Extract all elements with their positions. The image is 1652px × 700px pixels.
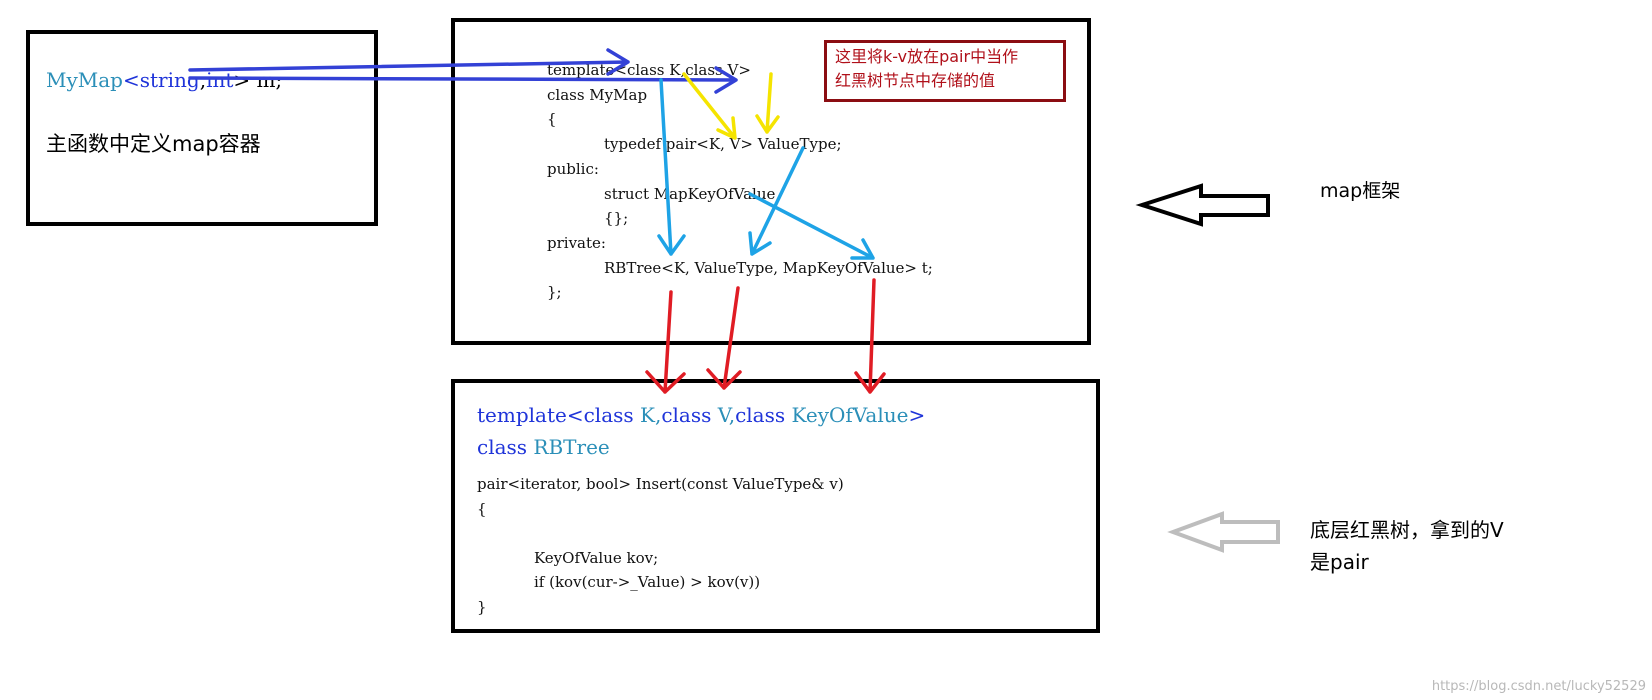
code-line-if: if (kov(cur->_Value) > kov(v)): [534, 573, 761, 591]
code-line-public: public:: [547, 160, 599, 178]
kw-template: template: [477, 403, 567, 427]
param-v: V,: [711, 403, 736, 427]
rbtree-arrow-icon: [1167, 511, 1280, 553]
code-line-insert: pair<iterator, bool> Insert(const ValueT…: [477, 475, 844, 493]
code-line-typedef: typedef pair<K, V> ValueType;: [604, 135, 842, 153]
code-line-template: template<class K,class V>: [547, 61, 751, 79]
pair-note-line2: 红黑树节点中存储的值: [835, 71, 996, 90]
map-frame-label: map框架: [1320, 180, 1401, 202]
rbtree-template-line: template<class K,class V,class KeyOfValu…: [477, 399, 925, 431]
param-k: K,: [633, 403, 662, 427]
code-line-insert-close: }: [477, 598, 487, 616]
code-line-struct-body: {};: [604, 209, 629, 227]
kw-class-k: class: [583, 403, 634, 427]
int-type: int: [206, 68, 234, 92]
angle-open-2: <: [566, 403, 584, 427]
code-line-open-brace: {: [547, 110, 557, 128]
code-line-close-brace: };: [547, 283, 562, 301]
mymap-declaration: MyMap<string,int> m;: [46, 64, 282, 96]
rbtree-class-line: class RBTree: [477, 431, 610, 463]
kw-class-kov: class: [735, 403, 786, 427]
map-frame-arrow-icon: [1135, 183, 1270, 227]
string-type: string: [139, 68, 200, 92]
param-keyofvalue: KeyOfValue: [785, 403, 909, 427]
code-line-rbtree-member: RBTree<K, ValueType, MapKeyOfValue> t;: [604, 259, 933, 277]
pair-note-line1: 这里将k-v放在pair中当作: [835, 47, 1019, 66]
kw-class-v: class: [661, 403, 712, 427]
pair-note-box: 这里将k-v放在pair中当作 红黑树节点中存储的值: [824, 40, 1066, 102]
code-line-insert-open: {: [477, 500, 487, 518]
rbtree-label-line1: 底层红黑树，拿到的V: [1310, 518, 1504, 542]
angle-close-2: >: [908, 403, 926, 427]
rbtree-label-line2: 是pair: [1310, 550, 1369, 574]
watermark: https://blog.csdn.net/lucky52529: [1431, 679, 1646, 694]
code-line-struct: struct MapKeyOfValue: [604, 185, 776, 203]
rbtree-name: RBTree: [527, 435, 610, 459]
mymap-type: MyMap: [46, 68, 123, 92]
kw-class-rbtree: class: [477, 435, 528, 459]
code-line-private: private:: [547, 234, 606, 252]
rbtree-box: [451, 379, 1100, 633]
angle-open: <: [122, 68, 140, 92]
code-line-class: class MyMap: [547, 86, 648, 104]
angle-close-var: > m;: [233, 68, 283, 92]
code-line-kov: KeyOfValue kov;: [534, 549, 659, 567]
main-function-caption: 主函数中定义map容器: [46, 132, 261, 156]
